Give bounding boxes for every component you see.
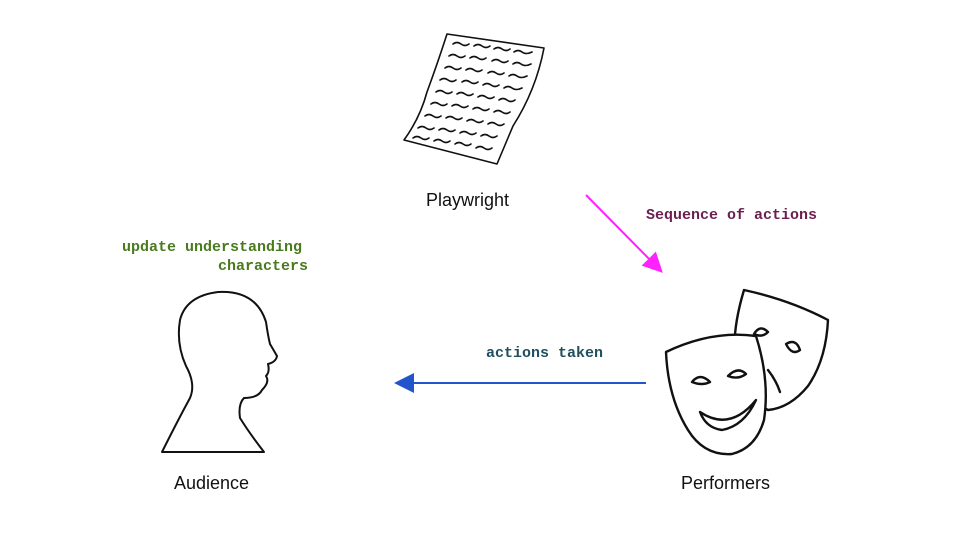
actions-taken-label: actions taken (486, 345, 604, 362)
performers-label: Performers (681, 473, 771, 493)
audience-label: Audience (174, 473, 250, 493)
playwright-label: Playwright (426, 190, 510, 210)
sequence-of-actions-label: Sequence of actions (646, 207, 818, 224)
characters-label: characters (218, 258, 309, 275)
update-understanding-label: update understanding (122, 239, 303, 256)
